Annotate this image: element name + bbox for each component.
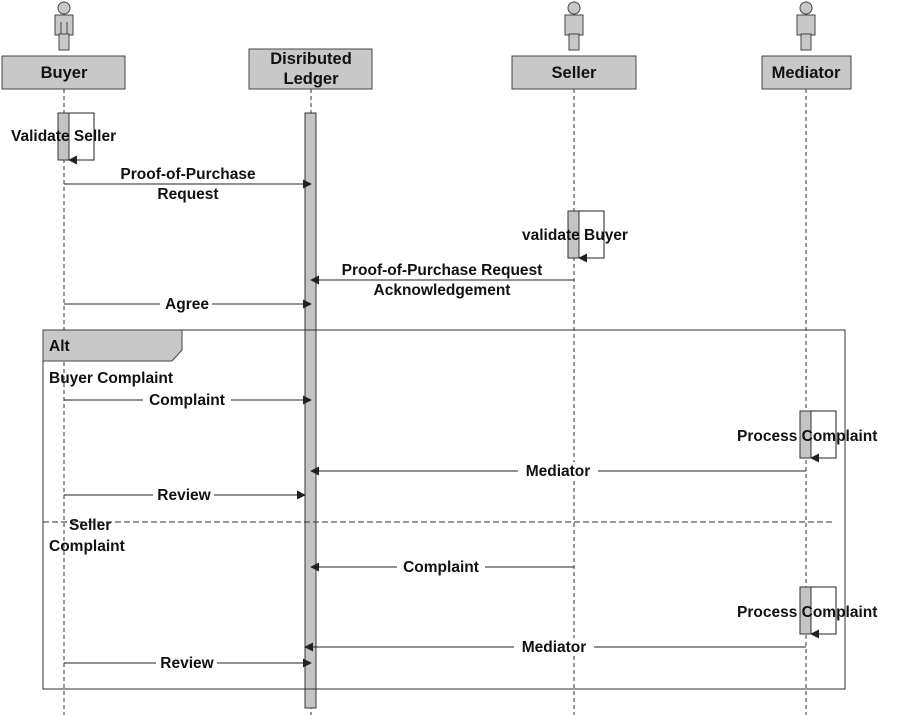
seller-actor-icon: [564, 1, 584, 51]
ledger-activation-bar: [304, 112, 317, 709]
buyer-participant: Buyer: [1, 55, 126, 90]
buyer-actor-icon: [54, 1, 74, 51]
mediator-activation-bar-2: [799, 586, 812, 635]
process-complaint-arrow-2: [810, 586, 837, 639]
review-label-1: Review: [157, 487, 211, 504]
validate-seller-label: Validate Seller: [11, 128, 116, 145]
mediator-participant: Mediator: [761, 55, 852, 90]
process-complaint-label-2: Process Complaint: [737, 604, 877, 621]
mediator-activation-bar-1: [799, 410, 812, 459]
pop-request-label-line2: Request: [157, 186, 218, 203]
seller-participant: Seller: [511, 55, 637, 90]
mediator-label-2: Mediator: [522, 639, 587, 656]
complaint-label-1: Complaint: [149, 392, 225, 409]
ledger-label-line2: Ledger: [283, 70, 339, 88]
review-label-2: Review: [160, 655, 214, 672]
guard-seller-complaint-line2: Complaint: [49, 538, 125, 555]
pop-ack-label-line1: Proof-of-Purchase Request: [342, 262, 543, 279]
alt-fragment-tab: [42, 329, 183, 362]
guard-buyer-complaint: Buyer Complaint: [49, 370, 173, 387]
agree-label: Agree: [165, 296, 209, 313]
alt-fragment: [42, 329, 846, 690]
pop-request-label-line1: Proof-of-Purchase: [120, 166, 256, 183]
mediator-label-1: Mediator: [526, 463, 591, 480]
buyer-label: Buyer: [41, 64, 88, 82]
ledger-label-line1: Disributed: [270, 50, 352, 68]
mediator-label: Mediator: [772, 64, 841, 82]
seller-label: Seller: [552, 64, 598, 82]
ledger-participant: Disributed Ledger: [248, 48, 373, 90]
process-complaint-arrow-1: [810, 410, 837, 463]
pop-ack-label-line2: Acknowledgement: [374, 282, 511, 299]
mediator-actor-icon: [796, 1, 816, 51]
buyer-activation-bar: [57, 112, 70, 161]
validate-buyer-label: validate Buyer: [522, 227, 628, 244]
seller-activation-bar: [567, 210, 580, 259]
validate-seller-arrow: [68, 112, 95, 165]
complaint-label-2: Complaint: [403, 559, 479, 576]
alt-operator-label: Alt: [49, 338, 70, 355]
guard-seller-complaint-line1: Seller: [69, 517, 111, 534]
validate-buyer-arrow: [578, 210, 605, 263]
process-complaint-label-1: Process Complaint: [737, 428, 877, 445]
